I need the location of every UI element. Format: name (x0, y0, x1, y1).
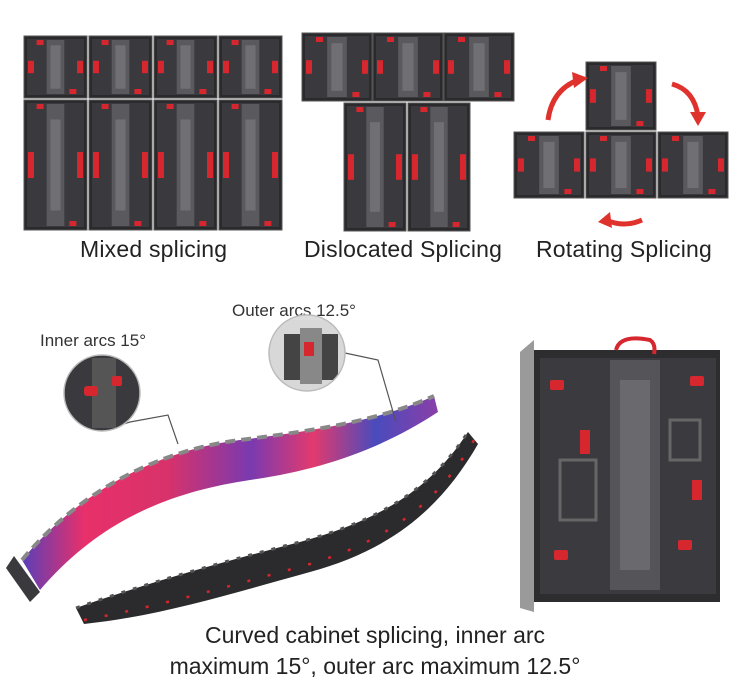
curved-arrow-icon (690, 112, 706, 126)
cabinet-module (153, 35, 218, 99)
cabinet-module (585, 61, 657, 131)
rotating-splicing-image (513, 61, 729, 228)
cabinet-module (443, 32, 515, 102)
cabinet-module (23, 35, 88, 99)
dislocated-splicing-caption: Dislocated Splicing (304, 236, 503, 262)
rotating-splicing-caption: Rotating Splicing (536, 236, 713, 262)
curved-arrow-icon (545, 77, 579, 121)
cabinet-module (657, 131, 729, 199)
cabinet-module (372, 32, 444, 102)
curved-screens-image (6, 314, 478, 624)
cabinet-module (218, 99, 283, 231)
curved-arrow-icon (598, 212, 612, 228)
mixed-splicing-caption: Mixed splicing (80, 236, 228, 262)
cabinet-module (218, 35, 283, 99)
curved-arrow-icon (671, 81, 701, 117)
curved-arrow-icon (572, 72, 588, 88)
outer-arcs-label: Outer arcs 12.5° (232, 301, 356, 320)
bottom-caption-line-2: maximum 15°, outer arc maximum 12.5° (169, 653, 581, 679)
cabinet-module (153, 99, 218, 231)
cabinet-module (343, 102, 407, 232)
inner-arcs-label: Inner arcs 15° (40, 331, 147, 350)
cabinet-module (407, 102, 471, 232)
mixed-splicing-image (23, 35, 283, 231)
cabinet-module (301, 32, 373, 102)
cabinet-module (513, 131, 585, 199)
cabinet-module (585, 131, 657, 199)
cabinet-module (23, 99, 88, 231)
cabinet-module (88, 99, 153, 231)
bottom-caption-line-1: Curved cabinet splicing, inner arc (204, 622, 546, 648)
cabinet-module (88, 35, 153, 99)
dislocated-splicing-image (301, 32, 515, 232)
cabinet-rear-view-image (520, 336, 720, 612)
